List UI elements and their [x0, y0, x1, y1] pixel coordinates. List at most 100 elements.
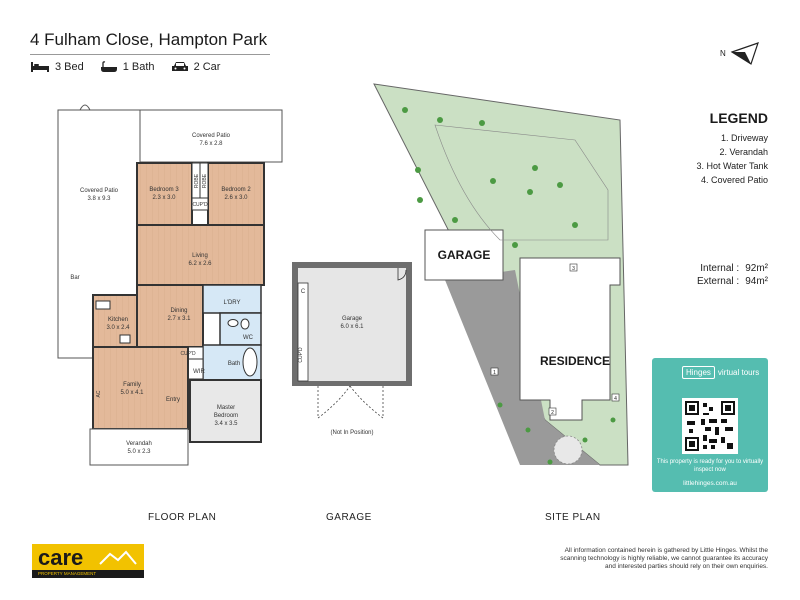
marker-1: 1 — [493, 370, 496, 376]
site-plan: GARAGE RESIDENCE 1 2 3 4 — [373, 83, 629, 466]
verandah — [89, 428, 189, 466]
living-dim: 6.2 x 2.6 — [188, 261, 212, 267]
family-room — [92, 346, 189, 430]
floor-plan-label: FLOOR PLAN — [148, 512, 217, 523]
internal-area-label: Internal : — [700, 263, 740, 274]
garage-inner — [298, 268, 406, 381]
garage-cupd-label: CUP'D — [298, 347, 304, 363]
area-summary: Internal : 92m² External : 94m² — [640, 262, 768, 288]
marker-3: 3 — [572, 266, 575, 272]
lawn-path — [434, 124, 609, 241]
site-garage-label: GARAGE — [438, 248, 491, 262]
qr-code-icon — [685, 401, 735, 451]
ac-label: AC — [96, 390, 102, 397]
sink — [95, 300, 111, 310]
legend: LEGEND 1. Driveway 2. Verandah 3. Hot Wa… — [690, 110, 768, 187]
bedroom-3 — [136, 162, 193, 226]
family-dim: 5.0 x 4.1 — [120, 390, 144, 396]
laundry — [202, 284, 262, 314]
garden-patio — [553, 435, 583, 465]
garage-c-label: C — [301, 289, 306, 295]
wc-label: WC — [243, 335, 254, 341]
cupd-mid-label: CUP'D — [180, 351, 196, 357]
title-divider — [30, 54, 270, 55]
basin — [227, 319, 239, 327]
bedroom2-dim: 2.6 x 3.0 — [224, 195, 248, 201]
car-icon — [171, 62, 188, 71]
bedroom2-label: Bedroom 2 — [221, 187, 251, 193]
bath-count: 1 Bath — [122, 61, 155, 73]
robe2-label: ROBE — [202, 173, 208, 188]
cupd-top-label: CUP'D — [192, 202, 208, 208]
qr-code[interactable] — [682, 398, 738, 454]
bed-icon — [31, 62, 49, 72]
garage-room-label: Garage — [342, 316, 363, 322]
hinges-logo-word: Hinges — [682, 366, 715, 379]
master-label-2: Bedroom — [214, 413, 238, 419]
bathtub — [242, 347, 258, 377]
legend-title: LEGEND — [709, 110, 768, 126]
marker-2-box — [548, 407, 557, 416]
bedroom3-label: Bedroom 3 — [149, 187, 179, 193]
covered-patio-left-dim: 3.8 x 9.3 — [87, 196, 111, 202]
entry-label: Entry — [166, 397, 180, 403]
garage-side-door — [397, 268, 407, 281]
legend-item: 1. Driveway — [720, 133, 768, 143]
bedroom3-dim: 2.3 x 3.0 — [152, 195, 176, 201]
virtual-tour-logo: Hinges virtual tours — [682, 366, 759, 379]
garage-room-dim: 6.0 x 6.1 — [340, 324, 364, 330]
agency-logo-word: care — [38, 545, 84, 570]
virtual-tour-card[interactable]: Hinges virtual tours This property is re… — [652, 358, 768, 492]
verandah-label: Verandah — [126, 441, 152, 447]
kitchen-dim: 3.0 x 2.4 — [106, 325, 130, 331]
dining-label: Dining — [170, 308, 187, 314]
garage-note: (Not In Position) — [330, 430, 373, 436]
bed-count: 3 Bed — [55, 61, 84, 73]
virtual-tours-word: virtual tours — [717, 368, 760, 377]
virtual-tour-text: This property is ready for you to virtua… — [656, 459, 764, 473]
garage-shelf — [297, 282, 309, 382]
north-label: N — [720, 49, 726, 58]
wir-label: WIR — [193, 369, 205, 375]
dining-room — [136, 284, 204, 348]
master-label: Master — [217, 405, 235, 411]
garage-door-swing — [317, 385, 384, 419]
marker-4: 4 — [614, 396, 617, 402]
toilet — [240, 318, 250, 330]
cupd-top — [191, 197, 209, 211]
external-area-value: 94m² — [745, 276, 768, 287]
living-label: Living — [192, 253, 208, 259]
living-room — [136, 224, 265, 286]
master-dim: 3.4 x 3.5 — [214, 421, 238, 427]
car-count: 2 Car — [193, 61, 221, 73]
bath-label: Bath — [228, 361, 240, 367]
site-residence-label: RESIDENCE — [540, 354, 610, 368]
marker-2: 2 — [551, 410, 554, 416]
site-garage — [424, 229, 504, 281]
car-feature: 2 Car — [171, 61, 221, 73]
marker-3-box — [569, 263, 578, 272]
site-residence — [519, 257, 621, 421]
garage-plan: C CUP'D Garage 6.0 x 6.1 (Not In Positio… — [292, 262, 412, 436]
external-area-label: External : — [696, 276, 740, 287]
bath-icon — [100, 61, 117, 72]
kitchen-label: Kitchen — [108, 317, 128, 323]
external-area: External : 94m² — [640, 275, 768, 288]
tree-cluster — [402, 107, 616, 465]
agency-logo-sub: PROPERTY MANAGEMENT — [32, 570, 144, 578]
north-arrow-icon: N — [720, 42, 759, 65]
garage-plan-label: GARAGE — [326, 512, 372, 523]
virtual-tour-url[interactable]: littlehinges.com.au — [683, 480, 737, 487]
covered-patio-top-label: Covered Patio — [192, 133, 231, 139]
legend-item: 3. Hot Water Tank — [696, 161, 768, 171]
bath-feature: 1 Bath — [100, 61, 155, 73]
feature-row: 3 Bed 1 Bath 2 Car — [30, 61, 220, 73]
bedroom-2 — [207, 162, 265, 226]
family-label: Family — [123, 382, 141, 388]
bed-feature: 3 Bed — [30, 61, 84, 73]
legend-item: 4. Covered Patio — [700, 175, 768, 185]
marker-4-box — [611, 393, 620, 402]
internal-area-value: 92m² — [745, 263, 768, 274]
master-bedroom — [189, 379, 262, 443]
covered-patio-top — [139, 109, 283, 163]
